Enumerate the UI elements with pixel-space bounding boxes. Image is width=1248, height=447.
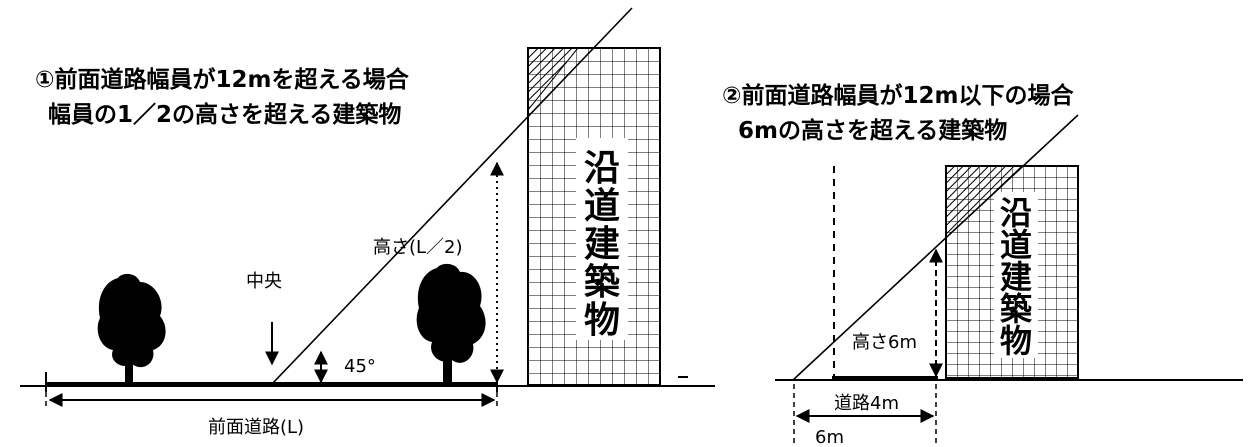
diagram-1-title-line1: ①前面道路幅員が12mを超える場合: [35, 66, 410, 93]
height-label: 高さ6m: [852, 332, 917, 353]
tree-icon: [97, 273, 166, 384]
angle-label: 45°: [344, 356, 376, 377]
building-label-char: 沿: [584, 148, 620, 189]
height-label: 高さ(L／2): [373, 237, 463, 258]
building-label-char: 沿: [1000, 194, 1032, 232]
road-width-label: 道路4m: [834, 393, 899, 414]
center-label: 中央: [246, 271, 282, 292]
tree-icon: [416, 263, 486, 384]
roadside-building-1: 沿 道 建 築 物: [527, 47, 661, 386]
building-label-char: 建: [1000, 258, 1032, 296]
oblique-line-45deg: [271, 7, 633, 385]
building-label-bg: [576, 138, 628, 340]
oblique-line: [792, 114, 1079, 381]
distance-label: 6m: [815, 427, 844, 447]
road-width-label: 前面道路(L): [208, 417, 304, 438]
building-label-char: 道: [1000, 226, 1032, 264]
diagram-1-title-line2: 幅員の1／2の高さを超える建築物: [48, 101, 401, 128]
diagram-2: ②前面道路幅員が12m以下の場合 6mの高さを超える建築物 沿 道 建 築 物 …: [722, 82, 1243, 447]
building-label-bg: [994, 192, 1038, 358]
diagram-2-title-line1: ②前面道路幅員が12m以下の場合: [722, 82, 1074, 109]
diagram-2-title-line2: 6mの高さを超える建築物: [738, 117, 1007, 144]
diagram-1: ①前面道路幅員が12mを超える場合 幅員の1／2の高さを超える建築物 沿 道 建…: [20, 7, 715, 438]
building-label-char: 築: [1000, 290, 1033, 328]
building-label-char: 築: [584, 262, 621, 303]
building-label-char: 建: [584, 224, 620, 265]
building-label-char: 道: [584, 186, 620, 227]
building-label-char: 物: [584, 300, 620, 341]
roadside-building-2: 沿 道 建 築 物: [945, 165, 1079, 379]
building-label-char: 物: [1000, 322, 1032, 360]
